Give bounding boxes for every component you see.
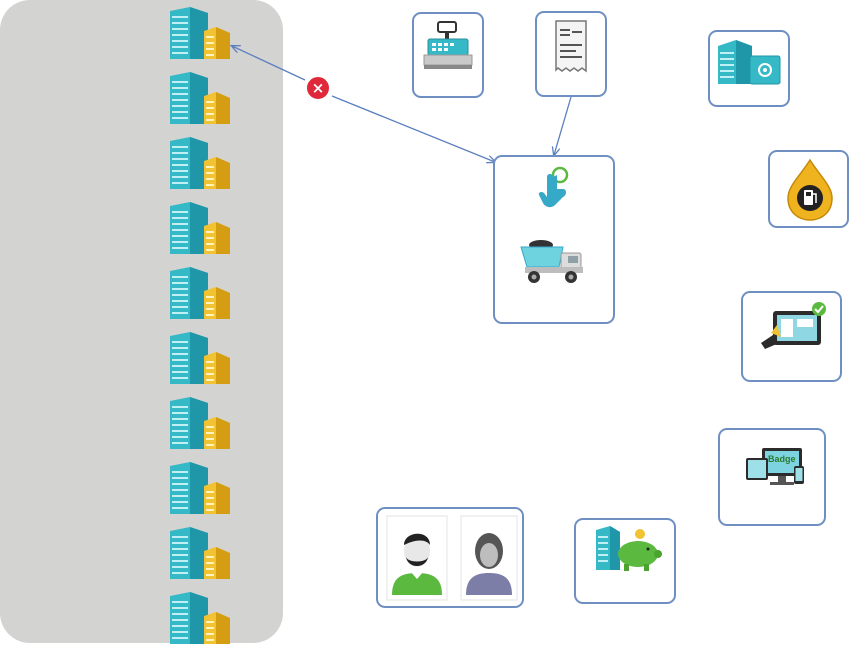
- man-avatar-icon: [386, 515, 448, 601]
- people-node[interactable]: [376, 507, 524, 608]
- piggy-bank-icon: [596, 526, 662, 571]
- entity-panel: [0, 0, 283, 643]
- hub-node[interactable]: [493, 155, 615, 324]
- tablet-payment-icon: [761, 302, 826, 349]
- devices-icon: [746, 448, 804, 485]
- savings-node[interactable]: [574, 518, 676, 604]
- cash-register-icon: [423, 21, 473, 69]
- connector-building-to-hub: [331, 95, 495, 162]
- receipt-node[interactable]: [535, 11, 607, 97]
- dump-truck-icon: [520, 240, 583, 283]
- tap-hand-icon: [538, 166, 569, 208]
- blocked-connection-icon[interactable]: ×: [305, 75, 331, 101]
- woman-avatar-icon: [460, 515, 518, 601]
- receipt-icon: [555, 20, 587, 73]
- connector-building-to-hub: [232, 46, 306, 81]
- cash-register-node[interactable]: [412, 12, 484, 98]
- fuel-node[interactable]: [768, 150, 849, 228]
- smart-building-icon: [718, 40, 781, 85]
- smart-building-node[interactable]: [708, 30, 790, 107]
- connector-receipt-to-hub: [554, 96, 572, 155]
- devices-node[interactable]: Badge: [718, 428, 826, 526]
- devices-label: Badge: [768, 454, 796, 464]
- fuel-drop-icon: [787, 158, 833, 221]
- tablet-payment-node[interactable]: [741, 291, 842, 382]
